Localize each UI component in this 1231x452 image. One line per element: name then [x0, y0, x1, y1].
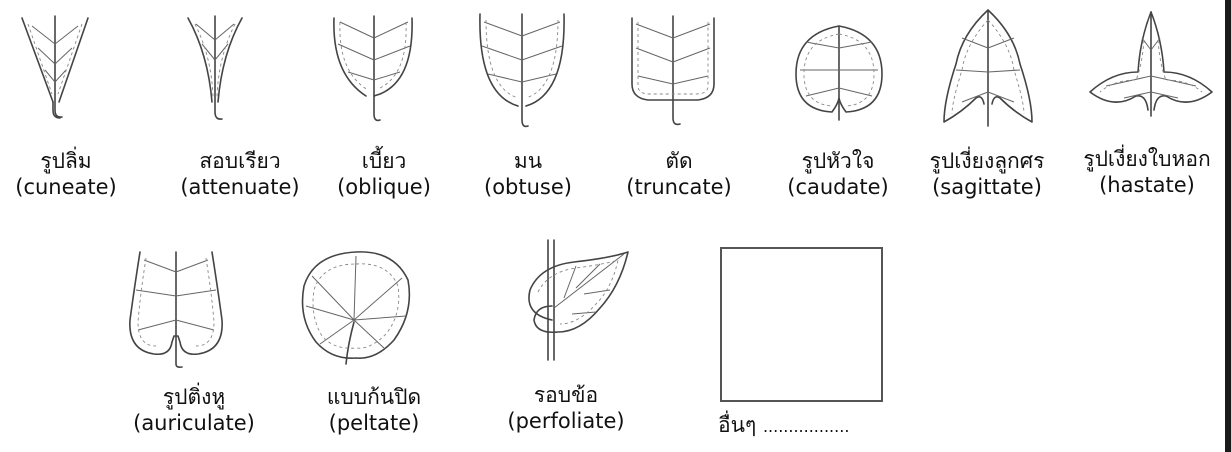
sagittate-label: รูปเงี่ยงลูกศร (sagittate)	[912, 148, 1062, 200]
thai-name: รูปติ่งหู	[162, 385, 226, 409]
hastate-label: รูปเงี่ยงใบหอก (hastate)	[1068, 146, 1226, 198]
other-label: อื่นๆ .................	[718, 412, 849, 440]
thai-name: มน	[513, 149, 543, 173]
auriculate-label: รูปติ่งหู (auriculate)	[112, 384, 276, 436]
perfoliate-label: รอบข้อ (perfoliate)	[486, 382, 646, 434]
english-name: (cuneate)	[15, 175, 117, 199]
english-name: (truncate)	[626, 175, 732, 199]
oblique-label: เบี้ยว (oblique)	[322, 148, 446, 200]
english-name: (auriculate)	[133, 411, 255, 435]
thai-name: รูปเงี่ยงลูกศร	[929, 149, 1045, 173]
english-name: (attenuate)	[180, 175, 300, 199]
caudate-label: รูปหัวใจ (caudate)	[776, 148, 900, 200]
perfoliate-leaf-icon	[514, 236, 632, 362]
thai-name: สอบเรียว	[199, 149, 281, 173]
hastate-leaf-icon	[1086, 10, 1216, 122]
peltate-leaf-icon	[298, 248, 414, 366]
cuneate-label: รูปลิ่ม (cuneate)	[6, 148, 126, 200]
attenuate-leaf-icon	[186, 14, 244, 126]
english-name: (sagittate)	[932, 175, 1042, 199]
obtuse-leaf-icon	[478, 12, 566, 130]
other-blank-line[interactable]: .................	[762, 417, 850, 436]
thai-name: รูปลิ่ม	[40, 149, 92, 173]
thai-name: ตัด	[665, 149, 693, 173]
obtuse-label: มน (obtuse)	[468, 148, 588, 200]
english-name: (peltate)	[328, 411, 420, 435]
english-name: (oblique)	[337, 175, 431, 199]
thai-name: รูปหัวใจ	[801, 149, 875, 173]
truncate-label: ตัด (truncate)	[614, 148, 744, 200]
peltate-label: แบบก้นปิด (peltate)	[292, 384, 456, 436]
cuneate-leaf-icon	[20, 14, 90, 124]
thai-name: รูปเงี่ยงใบหอก	[1083, 147, 1211, 171]
thai-name: เบี้ยว	[361, 149, 407, 173]
english-name: (obtuse)	[484, 175, 572, 199]
truncate-leaf-icon	[628, 14, 718, 128]
oblique-leaf-icon	[330, 14, 416, 126]
right-edge-border	[1225, 0, 1231, 452]
thai-name: รอบข้อ	[533, 383, 599, 407]
auriculate-leaf-icon	[124, 250, 228, 370]
attenuate-label: สอบเรียว (attenuate)	[170, 148, 310, 200]
english-name: (caudate)	[787, 175, 889, 199]
english-name: (hastate)	[1099, 173, 1195, 197]
thai-name: แบบก้นปิด	[326, 385, 422, 409]
caudate-leaf-icon	[792, 24, 886, 124]
english-name: (perfoliate)	[507, 409, 625, 433]
other-drawing-box[interactable]	[720, 247, 883, 402]
other-text: อื่นๆ	[718, 413, 757, 437]
sagittate-leaf-icon	[940, 8, 1036, 134]
